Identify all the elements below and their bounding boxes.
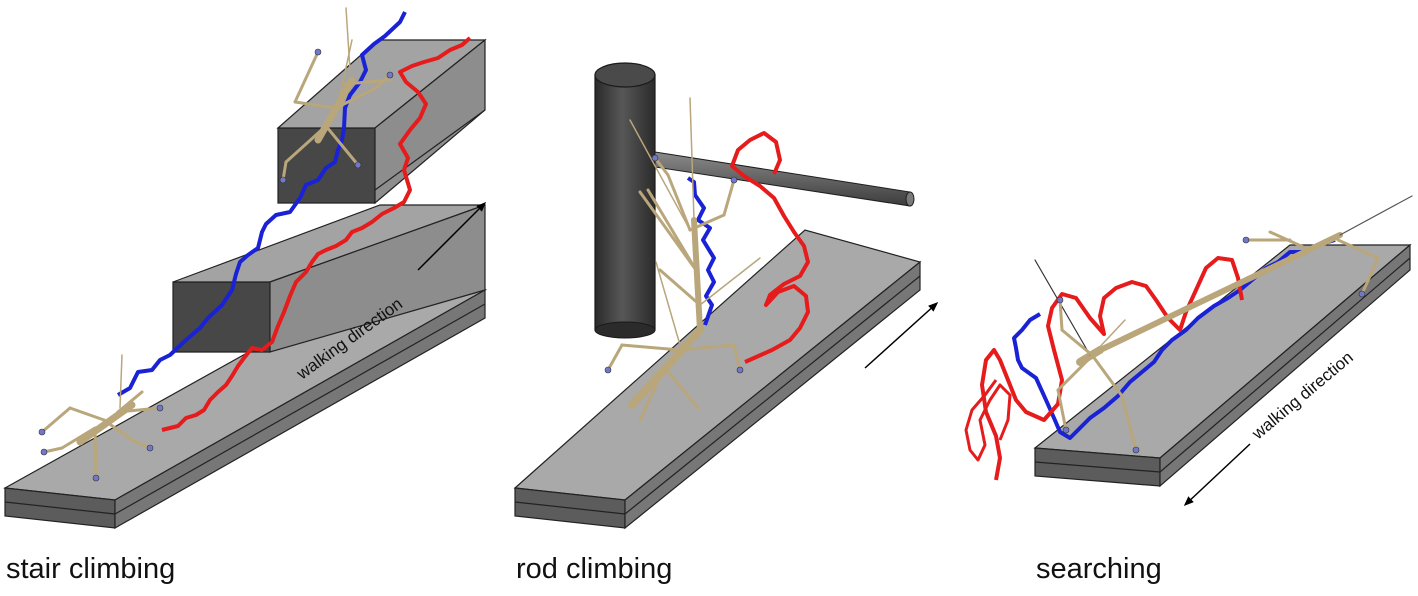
panel-label-stair-climbing: stair climbing bbox=[6, 553, 176, 585]
rod-platform bbox=[513, 229, 922, 530]
search-platform bbox=[1033, 243, 1412, 488]
panel-stair-climbing: walking direction bbox=[3, 7, 488, 530]
stair-block-low bbox=[172, 204, 486, 353]
horizontal-bar bbox=[654, 151, 915, 207]
stair-platform bbox=[3, 288, 488, 530]
panel-rod-climbing bbox=[513, 62, 939, 530]
rod-red-trace bbox=[730, 131, 810, 364]
rod-insect bbox=[606, 97, 761, 422]
joint-markers bbox=[38, 48, 1366, 482]
search-red-trace-loops bbox=[964, 379, 1012, 462]
stair-block-high bbox=[276, 38, 487, 205]
panel-label-searching: searching bbox=[1036, 553, 1162, 585]
rod-blue-trace bbox=[686, 176, 716, 326]
panel-label-rod-climbing: rod climbing bbox=[516, 553, 673, 585]
panel-searching: walking direction bbox=[964, 195, 1413, 507]
vertical-pillar bbox=[594, 62, 656, 339]
stair-blue-trace bbox=[116, 11, 407, 397]
stair-red-trace bbox=[161, 36, 472, 432]
rod-direction-arrow bbox=[864, 301, 939, 369]
search-insect bbox=[1034, 195, 1413, 452]
stair-insect-1 bbox=[40, 354, 162, 480]
